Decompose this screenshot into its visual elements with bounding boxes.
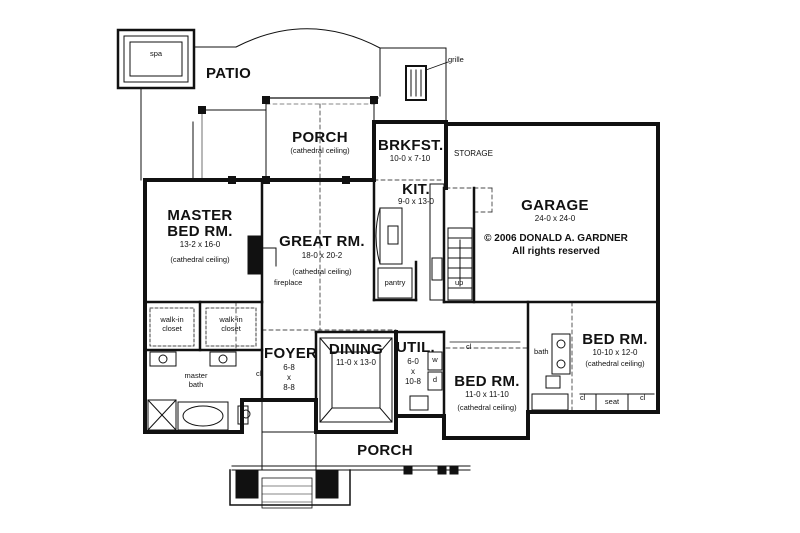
dryer-label: d bbox=[432, 375, 438, 384]
bedroom-2-note: (cathedral ceiling) bbox=[457, 403, 517, 412]
utility-closet-label: cl bbox=[466, 342, 472, 351]
pantry-label: pantry bbox=[384, 278, 406, 287]
garage-dim: 24-0 x 24-0 bbox=[534, 214, 576, 223]
utility-dim-2: 10-8 bbox=[404, 377, 421, 386]
copyright-text: © 2006 DONALD A. GARDNER bbox=[484, 233, 628, 244]
spa-label: spa bbox=[149, 49, 163, 58]
breakfast-dim: 10-0 x 7-10 bbox=[389, 154, 431, 163]
foyer-dim-x: x bbox=[287, 373, 291, 382]
dining-label: DINING bbox=[328, 341, 384, 358]
front-porch-label: PORCH bbox=[357, 442, 413, 459]
grille bbox=[405, 61, 449, 101]
storage-label: STORAGE bbox=[454, 149, 493, 158]
walk-in-closet-2-label: walk-in bbox=[219, 315, 243, 324]
window-seat-label: seat bbox=[604, 397, 620, 406]
master-bath-label-2: bath bbox=[188, 380, 204, 389]
dining-ceiling bbox=[319, 337, 393, 423]
fireplace-label: fireplace bbox=[274, 278, 303, 287]
great-room-note: (cathedral ceiling) bbox=[292, 267, 352, 276]
washer-label: w bbox=[432, 355, 438, 364]
walk-in-closet-1-label-2: closet bbox=[162, 324, 182, 333]
rear-porch bbox=[192, 97, 379, 181]
bedroom-3-note: (cathedral ceiling) bbox=[585, 359, 645, 368]
kitchen-label: KIT. bbox=[402, 181, 430, 198]
bedroom-2-dim: 11-0 x 11-10 bbox=[465, 390, 509, 399]
master-bed-note: (cathedral ceiling) bbox=[170, 255, 230, 264]
master-bed-label: MASTER bbox=[167, 207, 233, 224]
utility-appliances bbox=[409, 351, 443, 411]
walk-in-closets bbox=[149, 307, 257, 347]
patio-label: PATIO bbox=[206, 65, 252, 82]
utility-label: UTIL. bbox=[396, 339, 435, 356]
bedroom-3-label: BED RM. bbox=[582, 331, 648, 348]
master-bath-fixtures bbox=[147, 351, 251, 431]
spa-tub bbox=[116, 28, 196, 90]
foyer-label: FOYER bbox=[264, 345, 318, 362]
dashed-lines bbox=[235, 103, 573, 413]
master-bath-label: master bbox=[184, 371, 208, 380]
bath-label: bath bbox=[534, 347, 549, 356]
great-room-label: GREAT RM. bbox=[279, 233, 365, 250]
patio-outline bbox=[140, 28, 447, 181]
columns bbox=[198, 96, 378, 184]
grille-label: grille bbox=[448, 55, 464, 64]
utility-dim-1: 6-0 bbox=[407, 357, 419, 366]
kitchen-counters bbox=[375, 183, 445, 301]
bedroom-closets bbox=[449, 341, 655, 413]
foyer-dim-1: 6-8 bbox=[283, 363, 295, 372]
fireplace bbox=[247, 235, 277, 275]
walk-in-closet-2-label-2: closet bbox=[221, 324, 241, 333]
kitchen-dim: 9-0 x 13-0 bbox=[397, 197, 435, 206]
bedroom-3-closet-a-label: cl bbox=[580, 393, 586, 402]
exterior-walls bbox=[143, 120, 660, 440]
foyer-dim-2: 8-8 bbox=[283, 383, 295, 392]
garage-label: GARAGE bbox=[521, 197, 589, 214]
great-room-dim: 18-0 x 20-2 bbox=[301, 251, 343, 260]
stairs bbox=[447, 227, 473, 301]
bedroom-2-label: BED RM. bbox=[454, 373, 520, 390]
master-bed-dim: 13-2 x 16-0 bbox=[179, 240, 221, 249]
master-bed-label-2: BED RM. bbox=[167, 223, 233, 240]
rear-porch-note: (cathedral ceiling) bbox=[290, 146, 350, 155]
bedroom-3-closet-b-label: cl bbox=[640, 393, 646, 402]
walk-in-closet-1-label: walk-in bbox=[160, 315, 184, 324]
bedroom-3-dim: 10-10 x 12-0 bbox=[592, 348, 638, 357]
rights-text: All rights reserved bbox=[512, 246, 600, 257]
front-porch bbox=[229, 399, 471, 509]
stairs-up-label: up bbox=[455, 278, 464, 287]
foyer-closet-label: cl bbox=[256, 369, 262, 378]
hall-bath-fixtures bbox=[531, 333, 571, 411]
utility-dim-x: x bbox=[411, 367, 415, 376]
rear-porch-label: PORCH bbox=[292, 129, 348, 146]
dining-dim: 11-0 x 13-0 bbox=[336, 358, 376, 367]
breakfast-label: BRKFST. bbox=[378, 137, 444, 154]
